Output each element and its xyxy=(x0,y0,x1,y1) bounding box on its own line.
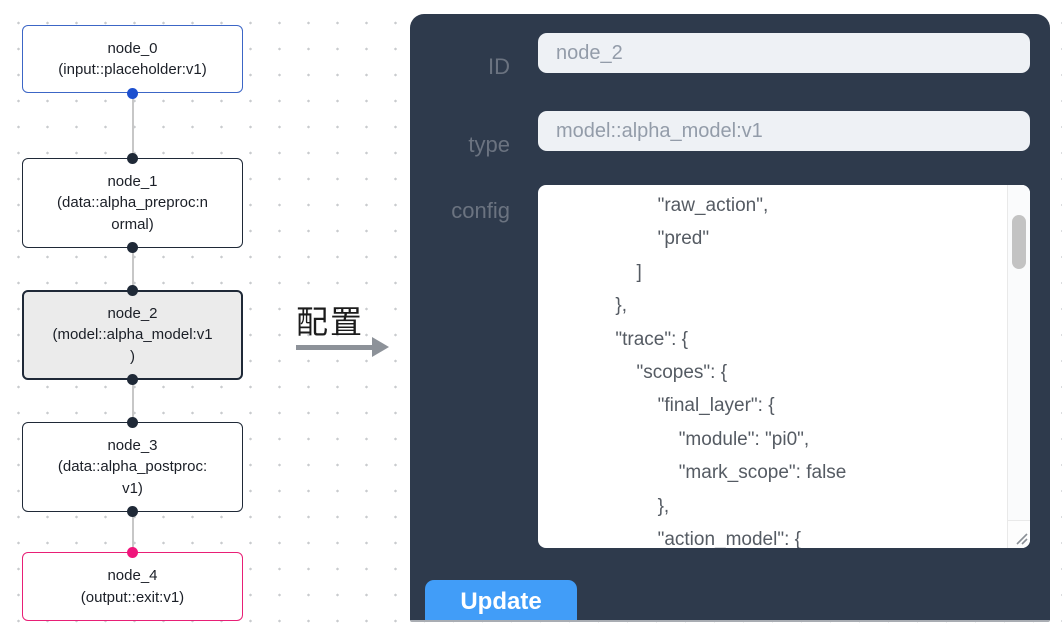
edge-node0-node1 xyxy=(132,93,134,159)
flow-node-node_4[interactable]: node_4 (output::exit:v1) xyxy=(22,552,243,621)
port-node1-input[interactable] xyxy=(127,153,138,164)
config-textarea[interactable]: "raw_action", "pred" ] }, "trace": { "sc… xyxy=(538,185,1030,548)
port-node3-input[interactable] xyxy=(127,417,138,428)
flow-node-node_1[interactable]: node_1 (data::alpha_preproc:n ormal) xyxy=(22,158,243,248)
edge-node2-node3 xyxy=(132,379,134,423)
flow-node-node_0[interactable]: node_0 (input::placeholder:v1) xyxy=(22,25,243,93)
scrollbar-track[interactable] xyxy=(1007,185,1030,520)
id-input[interactable] xyxy=(538,33,1030,73)
config-annotation-label: 配置 xyxy=(296,304,365,340)
config-json-text: "raw_action", "pred" ] }, "trace": { "sc… xyxy=(615,195,847,548)
port-node0-output[interactable] xyxy=(127,88,138,99)
type-field-label: type xyxy=(468,132,510,157)
port-node1-output[interactable] xyxy=(127,242,138,253)
type-input[interactable] xyxy=(538,111,1030,151)
port-node3-output[interactable] xyxy=(127,506,138,517)
port-node2-input[interactable] xyxy=(127,285,138,296)
flow-node-node_2-selected[interactable]: node_2 (model::alpha_model:v1 ) xyxy=(22,290,243,380)
update-button[interactable]: Update xyxy=(425,580,577,620)
resize-grip-icon xyxy=(1016,533,1028,545)
config-field-label: config xyxy=(451,198,510,223)
scrollbar-thumb[interactable] xyxy=(1012,215,1026,269)
arrow-head-icon xyxy=(372,337,389,357)
flow-node-node_3[interactable]: node_3 (data::alpha_postproc: v1) xyxy=(22,422,243,512)
id-field-label: ID xyxy=(488,54,510,79)
port-node4-input[interactable] xyxy=(127,547,138,558)
arrow-shaft xyxy=(296,345,374,350)
port-node2-output[interactable] xyxy=(127,374,138,385)
edge-node1-node2 xyxy=(132,247,134,291)
resize-handle[interactable] xyxy=(1007,520,1030,548)
edge-node3-node4 xyxy=(132,511,134,553)
node-config-panel: ID type config "raw_action", "pred" ] },… xyxy=(410,14,1050,622)
